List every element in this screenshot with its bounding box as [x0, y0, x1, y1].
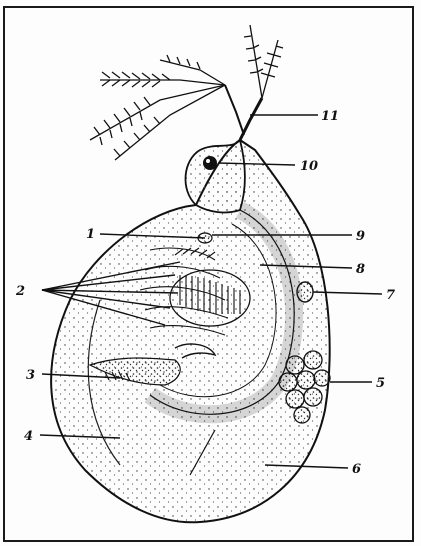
- label-11: 11: [321, 109, 339, 124]
- label-7: 7: [386, 288, 395, 303]
- label-1: 1: [86, 227, 95, 242]
- head: [185, 140, 244, 212]
- label-10: 10: [300, 159, 318, 174]
- label-9: 9: [356, 229, 365, 244]
- label-6: 6: [352, 462, 361, 477]
- heart: [297, 282, 313, 302]
- label-4: 4: [24, 429, 33, 444]
- compound-eye: [203, 156, 217, 170]
- label-8: 8: [356, 262, 365, 277]
- antenna-setae: [90, 25, 283, 160]
- label-3: 3: [26, 368, 35, 383]
- label-5: 5: [376, 376, 385, 391]
- label-2: 2: [15, 284, 25, 299]
